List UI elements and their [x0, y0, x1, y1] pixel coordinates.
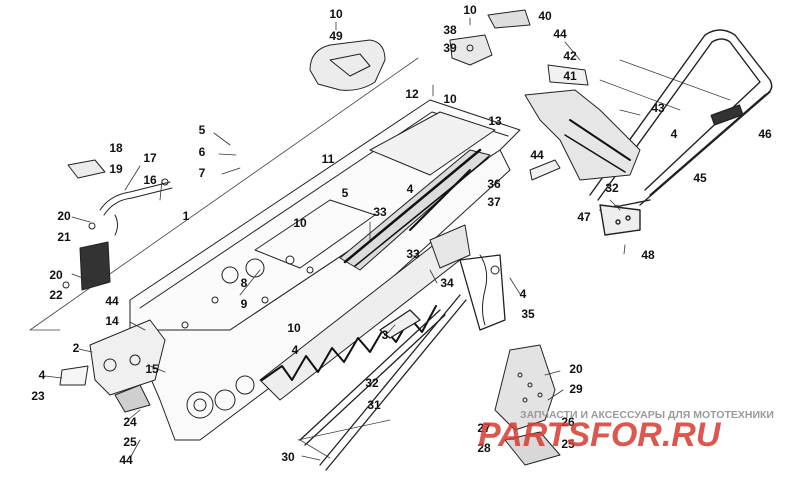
callout-c45: 45	[693, 171, 707, 185]
callout-c36: 36	[487, 177, 501, 191]
callout-c44a: 44	[553, 27, 567, 41]
callout-c39: 39	[443, 41, 457, 55]
callout-c14: 14	[105, 314, 119, 328]
callout-c10c: 10	[443, 92, 457, 106]
rear-brackets	[429, 224, 500, 326]
callout-c4a: 4	[671, 127, 678, 141]
callout-c37: 37	[487, 195, 501, 209]
left-rear-parts	[62, 159, 173, 291]
callout-c29: 29	[569, 382, 583, 396]
callout-c12: 12	[405, 87, 419, 101]
running-board	[494, 344, 561, 466]
callout-c33b: 33	[406, 247, 420, 261]
callout-c48: 48	[641, 248, 655, 262]
callout-c20b: 20	[49, 268, 63, 282]
callout-c46: 46	[758, 127, 772, 141]
callout-c21: 21	[57, 230, 71, 244]
leader-lines	[44, 17, 641, 461]
callout-c6: 6	[199, 145, 206, 159]
callout-c10a: 10	[329, 7, 343, 21]
callout-c28: 28	[477, 441, 491, 455]
callout-c25a: 25	[123, 435, 137, 449]
callout-c44d: 44	[119, 453, 133, 467]
watermark-logo: PARTSFOR.RU	[478, 416, 722, 454]
callout-c26: 26	[561, 415, 575, 429]
callout-c32a: 32	[605, 181, 619, 195]
callout-c11: 11	[322, 152, 335, 166]
lower-rods	[299, 254, 506, 471]
callout-c17: 17	[143, 151, 157, 165]
callout-c49: 49	[329, 29, 343, 43]
callout-c8: 8	[241, 276, 248, 290]
callout-c15: 15	[145, 362, 159, 376]
callout-c27: 27	[477, 421, 491, 435]
snow-flap	[524, 64, 641, 181]
callout-c10e: 10	[287, 321, 301, 335]
callout-c4e: 4	[39, 368, 46, 382]
callout-c4c: 4	[520, 287, 527, 301]
callout-c19: 19	[109, 162, 123, 176]
callout-c33a: 33	[373, 205, 387, 219]
callout-c2: 2	[73, 341, 80, 355]
watermark: ЗАПЧАСТИ И АКСЕССУАРЫ ДЛЯ МОТОТЕХНИКИ PA…	[478, 409, 774, 454]
callout-c30: 30	[281, 450, 295, 464]
callout-c18: 18	[109, 141, 123, 155]
callout-c22: 22	[49, 288, 63, 302]
callout-c20a: 20	[57, 209, 71, 223]
callout-c16: 16	[143, 173, 157, 187]
callout-c25b: 25	[561, 437, 575, 451]
callout-c34: 34	[440, 276, 454, 290]
rear-bumper	[589, 29, 773, 236]
callout-c23: 23	[31, 389, 45, 403]
front-left-bracket	[59, 319, 166, 413]
callout-c5a: 5	[199, 123, 206, 137]
callout-c44b: 44	[530, 148, 544, 162]
callout-c31: 31	[367, 398, 381, 412]
drawing	[29, 9, 773, 471]
callout-c24: 24	[123, 415, 137, 429]
callout-c40: 40	[538, 9, 552, 23]
callout-c10b: 10	[463, 3, 477, 17]
callout-c7: 7	[199, 166, 206, 180]
callout-c9: 9	[241, 297, 248, 311]
callout-c4b: 4	[407, 182, 414, 196]
callout-c13: 13	[488, 114, 502, 128]
callout-c41: 41	[563, 69, 577, 83]
callout-c20c: 20	[569, 362, 583, 376]
watermark-tagline: ЗАПЧАСТИ И АКСЕССУАРЫ ДЛЯ МОТОТЕХНИКИ	[520, 409, 774, 421]
callout-c4d: 4	[292, 343, 299, 357]
seat-pad	[309, 39, 386, 91]
callout-c38: 38	[443, 23, 457, 37]
callout-c47: 47	[577, 210, 591, 224]
callout-c42: 42	[563, 49, 577, 63]
callout-c43: 43	[651, 101, 665, 115]
callout-c3: 3	[382, 328, 389, 342]
callout-c32b: 32	[365, 376, 379, 390]
callout-c10d: 10	[293, 216, 307, 230]
callout-c35: 35	[521, 307, 535, 321]
callout-c44c: 44	[105, 294, 119, 308]
tunnel-assembly	[129, 99, 521, 441]
top-brackets	[449, 9, 531, 66]
callout-c1: 1	[183, 209, 190, 223]
callout-c5b: 5	[342, 186, 349, 200]
